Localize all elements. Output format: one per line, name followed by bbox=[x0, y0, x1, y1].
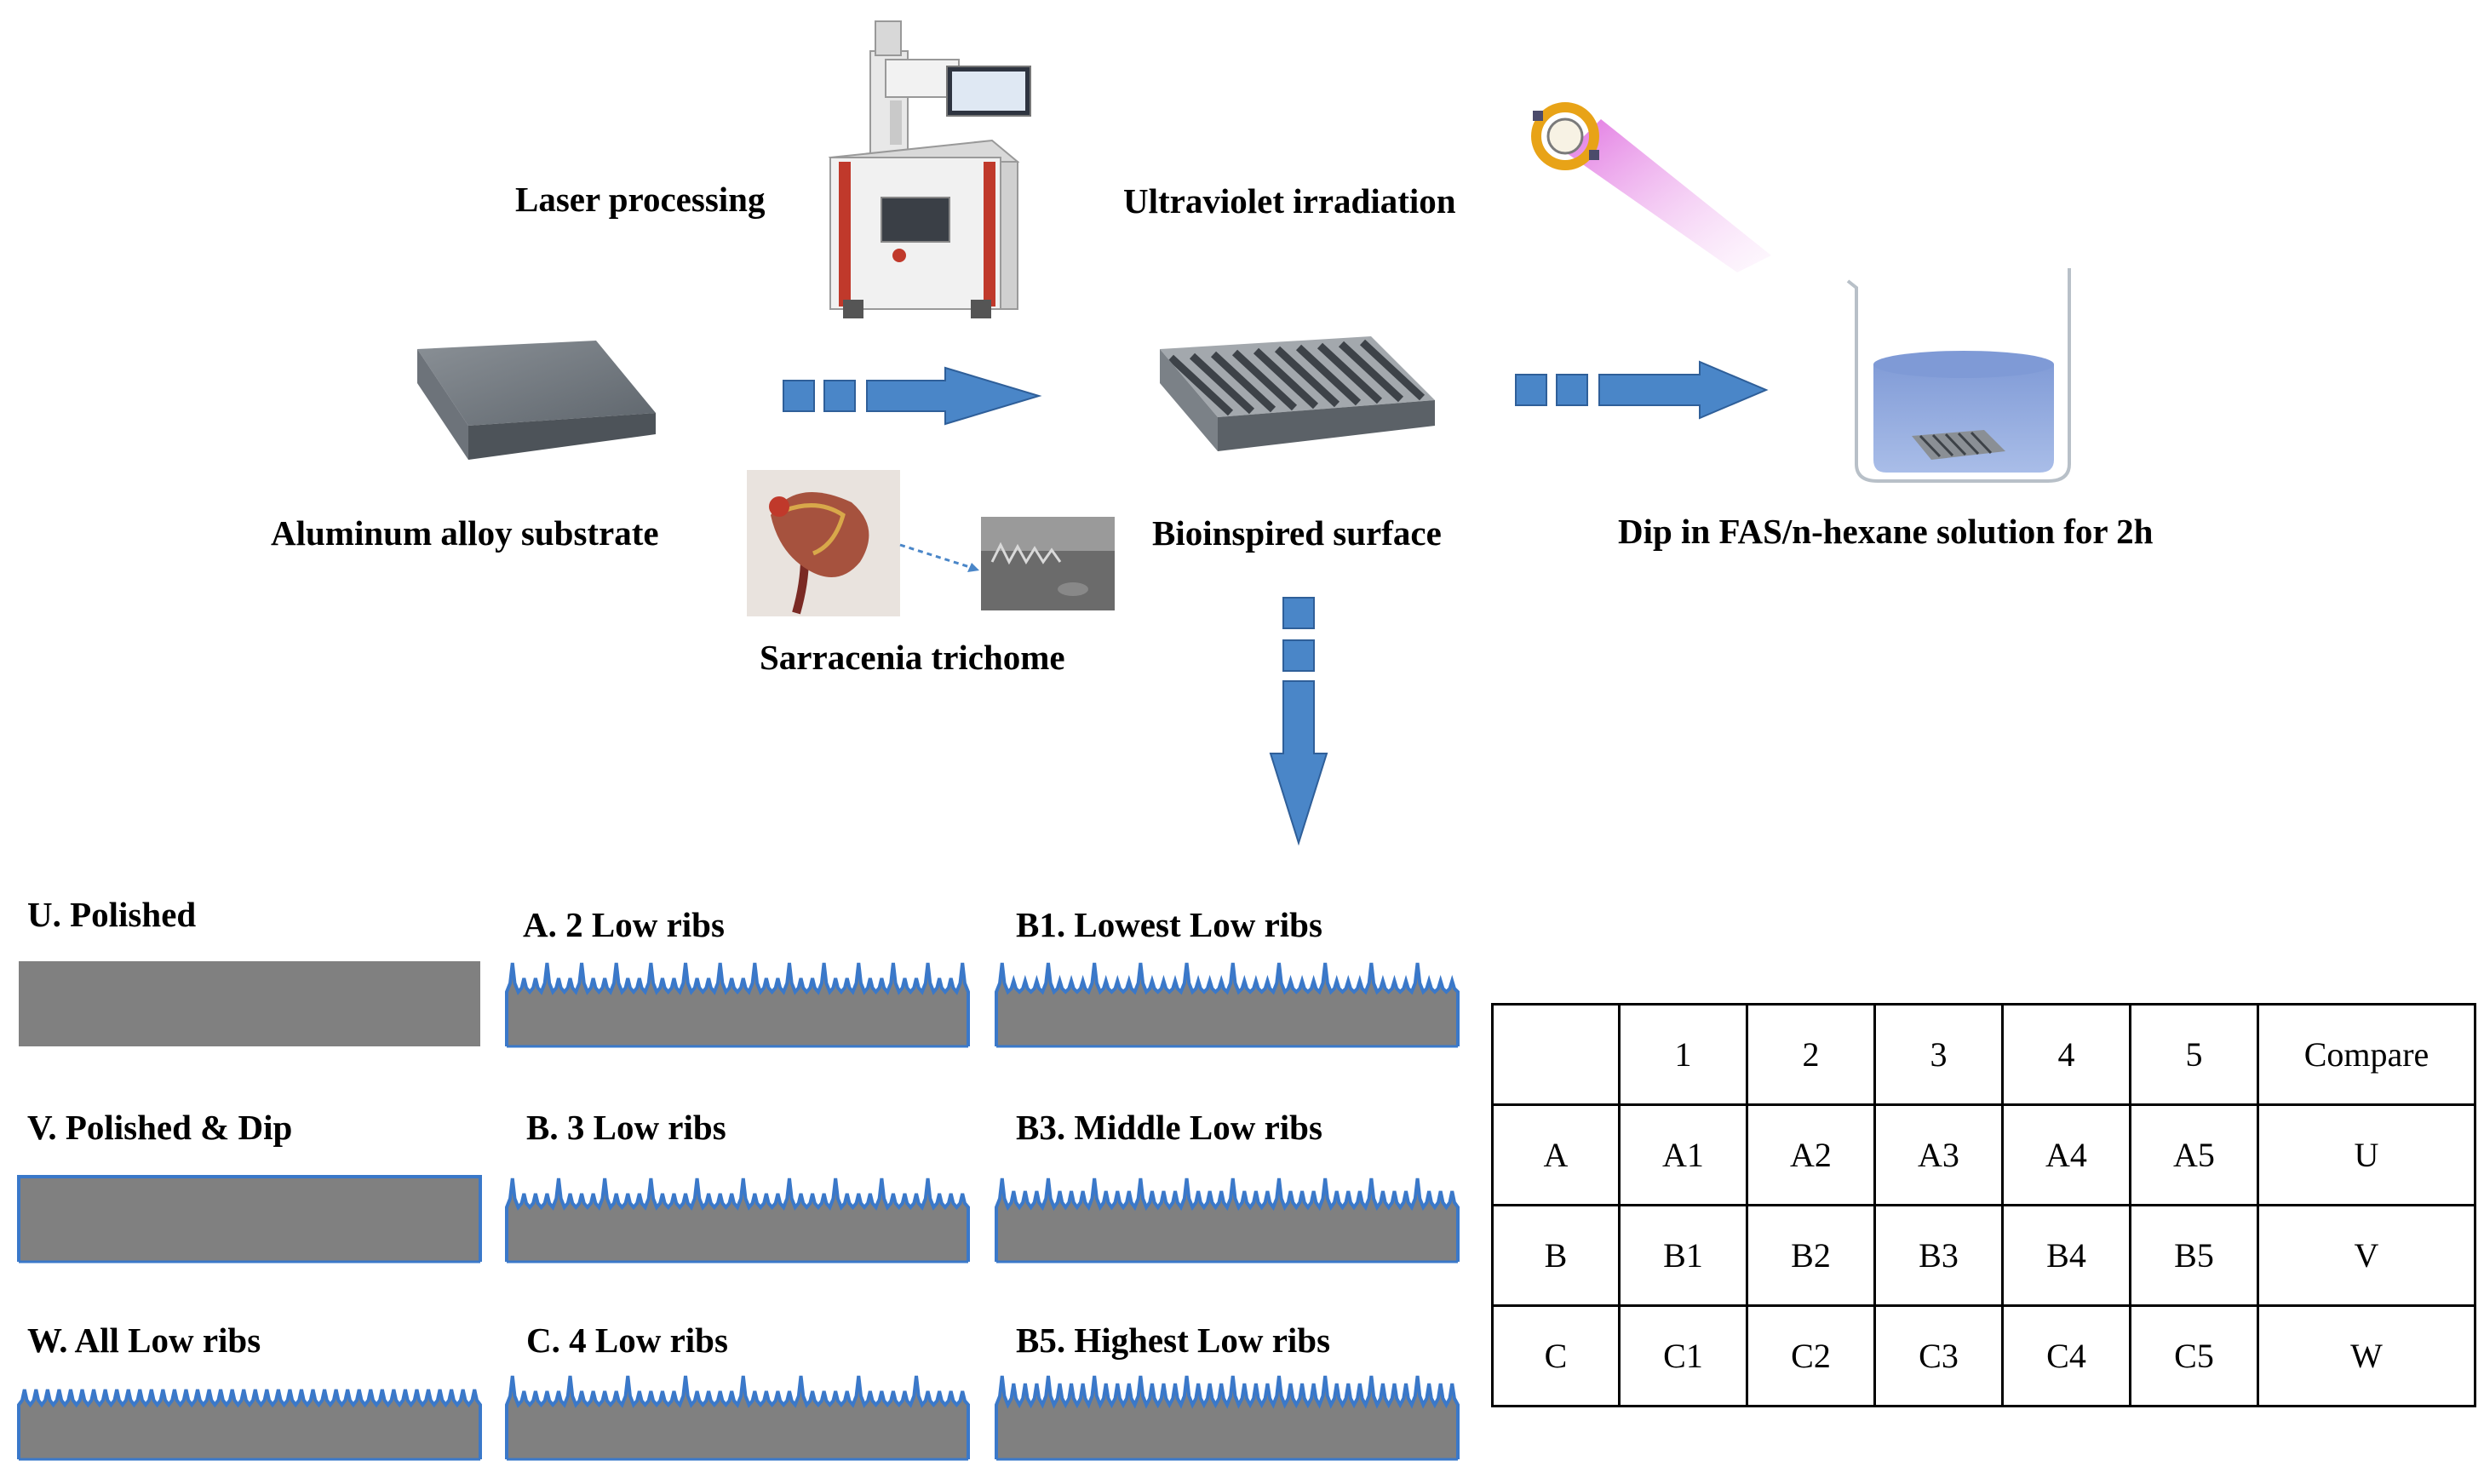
sample-title-A: A. 2 Low ribs bbox=[523, 905, 725, 944]
table-cell: B1 bbox=[1618, 1204, 1748, 1307]
substrate-body bbox=[19, 1389, 480, 1459]
table-cell: 5 bbox=[2129, 1003, 2259, 1106]
table-cell: A3 bbox=[1873, 1103, 2004, 1206]
dashed-connector-head bbox=[967, 563, 979, 572]
label-ultraviolet-irradiation: Ultraviolet irradiation bbox=[1123, 181, 1456, 221]
table-cell: C4 bbox=[2001, 1304, 2131, 1407]
sarracenia-photo bbox=[747, 470, 900, 616]
table-row: A A1 A2 A3 A4 A5 U bbox=[1491, 1103, 2476, 1206]
sample-table: 1 2 3 4 5 Compare A A1 A2 A3 A4 A5 U B B… bbox=[1491, 1003, 2476, 1407]
down-arrow bbox=[1269, 597, 1328, 846]
dashed-connector bbox=[899, 543, 976, 570]
beaker-icon bbox=[1846, 268, 2071, 483]
table-cell: A4 bbox=[2001, 1103, 2131, 1206]
profile-U bbox=[19, 961, 480, 1046]
substrate-body bbox=[996, 1376, 1458, 1459]
aluminum-substrate-block bbox=[417, 341, 656, 460]
label-sarracenia-trichome: Sarracenia trichome bbox=[760, 638, 1065, 677]
sample-title-B5: B5. Highest Low ribs bbox=[1016, 1321, 1331, 1360]
profile-B bbox=[505, 1177, 970, 1263]
process-arrow-2 bbox=[1515, 360, 1769, 420]
table-cell: C3 bbox=[1873, 1304, 2004, 1407]
profile-B3 bbox=[995, 1177, 1460, 1263]
label-aluminum-substrate: Aluminum alloy substrate bbox=[271, 513, 659, 553]
profile-V bbox=[17, 1175, 482, 1263]
sample-title-B: B. 3 Low ribs bbox=[526, 1108, 726, 1147]
coating-outline bbox=[505, 1375, 970, 1459]
table-cell: C bbox=[1491, 1304, 1621, 1407]
substrate-body bbox=[19, 961, 480, 1046]
sample-title-V: V. Polished & Dip bbox=[27, 1108, 293, 1147]
table-cell: U bbox=[2257, 1103, 2476, 1206]
coating-outline bbox=[995, 962, 1460, 1046]
sample-title-B1: B1. Lowest Low ribs bbox=[1016, 905, 1322, 944]
table-cell: V bbox=[2257, 1204, 2476, 1307]
table-cell: A1 bbox=[1618, 1103, 1748, 1206]
profile-B1 bbox=[995, 962, 1460, 1048]
table-cell: A bbox=[1491, 1103, 1621, 1206]
table-cell: 3 bbox=[1873, 1003, 2004, 1106]
coating-outline bbox=[17, 1175, 482, 1262]
table-cell: C2 bbox=[1746, 1304, 1876, 1407]
table-cell: C1 bbox=[1618, 1304, 1748, 1407]
substrate-body bbox=[996, 1178, 1458, 1262]
workflow-illustration bbox=[417, 20, 2071, 846]
table-cell: B4 bbox=[2001, 1204, 2131, 1307]
coating-outline bbox=[505, 962, 970, 1046]
laser-machine-icon bbox=[828, 20, 1031, 318]
sample-title-W: W. All Low ribs bbox=[27, 1321, 261, 1360]
substrate-body bbox=[19, 1177, 480, 1262]
process-arrow-1 bbox=[783, 366, 1042, 426]
sample-title-C: C. 4 Low ribs bbox=[526, 1321, 728, 1360]
table-cell bbox=[1491, 1003, 1621, 1106]
table-cell: W bbox=[2257, 1304, 2476, 1407]
table-cell: B bbox=[1491, 1204, 1621, 1307]
table-cell: B2 bbox=[1746, 1204, 1876, 1307]
table-cell: B3 bbox=[1873, 1204, 2004, 1307]
table-cell: B5 bbox=[2129, 1204, 2259, 1307]
table-header-row: 1 2 3 4 5 Compare bbox=[1491, 1003, 2476, 1106]
table-cell: 1 bbox=[1618, 1003, 1748, 1106]
table-cell: A5 bbox=[2129, 1103, 2259, 1206]
coating-outline bbox=[995, 1375, 1460, 1459]
substrate-body bbox=[507, 1376, 968, 1459]
profile-C bbox=[505, 1375, 970, 1461]
coating-outline bbox=[505, 1177, 970, 1262]
coating-outline bbox=[17, 1389, 482, 1459]
sample-title-U: U. Polished bbox=[27, 895, 197, 934]
table-row: C C1 C2 C3 C4 C5 W bbox=[1491, 1304, 2476, 1407]
sem-micrograph-image bbox=[981, 517, 1115, 610]
substrate-body bbox=[996, 963, 1458, 1046]
substrate-body bbox=[507, 1178, 968, 1262]
table-cell: C5 bbox=[2129, 1304, 2259, 1407]
bioinspired-surface-block bbox=[1160, 336, 1435, 451]
table-cell: 2 bbox=[1746, 1003, 1876, 1106]
profile-W bbox=[17, 1389, 482, 1461]
coating-outline bbox=[995, 1177, 1460, 1262]
table-row: B B1 B2 B3 B4 B5 V bbox=[1491, 1204, 2476, 1307]
substrate-body bbox=[507, 963, 968, 1046]
uv-lamp-icon bbox=[1531, 102, 1771, 272]
label-dip-solution: Dip in FAS/n-hexane solution for 2h bbox=[1618, 512, 2154, 551]
table-cell: 4 bbox=[2001, 1003, 2131, 1106]
profile-A bbox=[505, 962, 970, 1048]
profile-B5 bbox=[995, 1375, 1460, 1461]
label-laser-processing: Laser processing bbox=[515, 180, 766, 219]
label-bioinspired-surface: Bioinspired surface bbox=[1152, 513, 1442, 553]
sample-title-B3: B3. Middle Low ribs bbox=[1016, 1108, 1322, 1147]
table-cell: A2 bbox=[1746, 1103, 1876, 1206]
table-cell: Compare bbox=[2257, 1003, 2476, 1106]
